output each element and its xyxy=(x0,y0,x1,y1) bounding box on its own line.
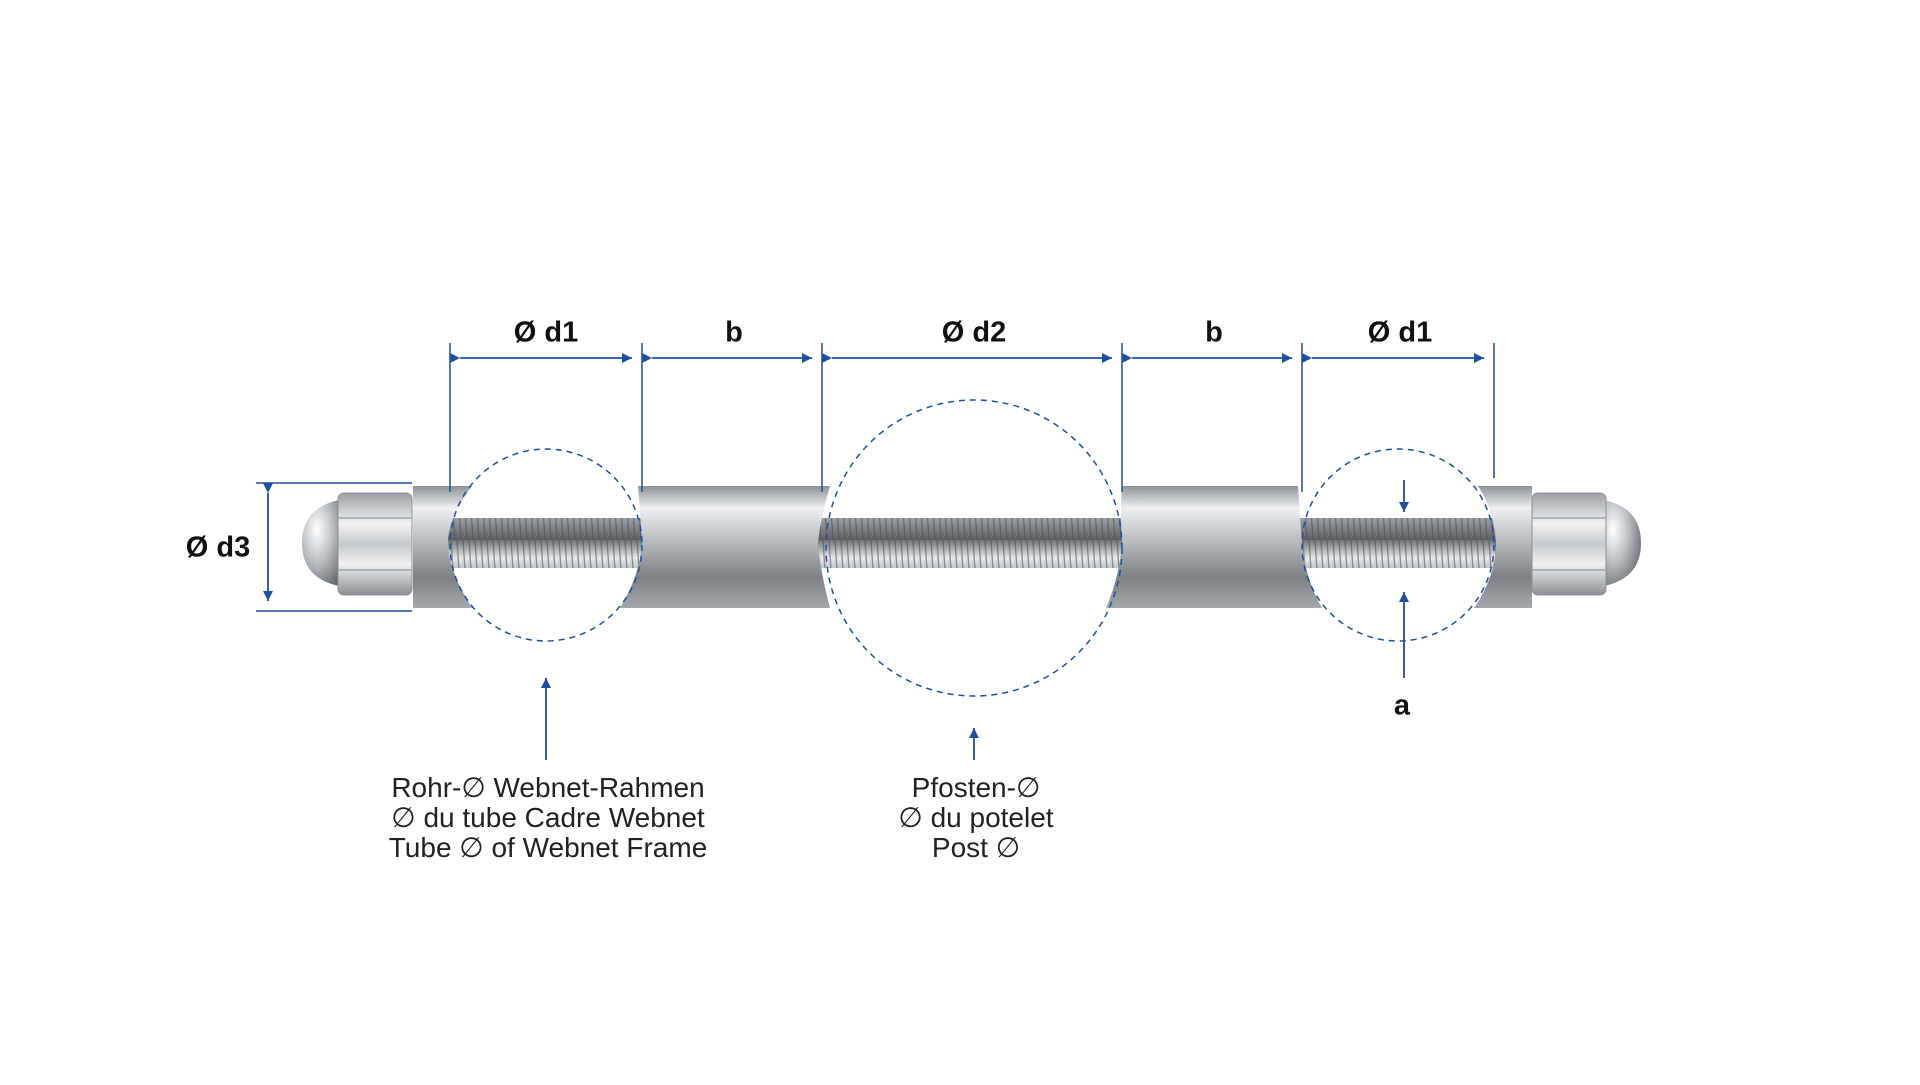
dome-cap-nut-icon xyxy=(302,499,345,587)
leader-arrows xyxy=(541,480,1409,760)
extension-lines xyxy=(256,343,1495,612)
caption-frame-line-2: ∅ du tube Cadre Webnet xyxy=(391,802,705,833)
caption-frame-line-3: Tube ∅ of Webnet Frame xyxy=(388,832,708,863)
frame-tube-circle-left xyxy=(449,448,643,642)
caption-post-line-1: Pfosten-∅ xyxy=(911,772,1041,803)
label-b-right: b xyxy=(1205,316,1223,349)
label-d2: Ø d2 xyxy=(941,316,1007,349)
post-circle xyxy=(825,399,1123,697)
caption-post-line-2: ∅ du potelet xyxy=(898,802,1054,833)
clamp-sleeve-mid-left xyxy=(620,486,830,608)
hex-nut-icon xyxy=(337,492,413,596)
clamp-sleeve-left xyxy=(413,486,472,608)
clamp-sleeve-right xyxy=(1474,486,1532,608)
dome-cap-nut-icon xyxy=(1598,499,1641,587)
threaded-rod-icon xyxy=(440,518,1500,568)
label-b-left: b xyxy=(725,316,743,349)
label-a: a xyxy=(1393,689,1411,722)
dimension-arrows xyxy=(263,353,1484,601)
clamp-sleeve-mid-right xyxy=(1106,486,1322,608)
caption-post-line-3: Post ∅ xyxy=(931,832,1021,863)
caption-frame-tube: Rohr-∅ Webnet-Rahmen ∅ du tube Cadre Web… xyxy=(389,773,708,863)
hex-nut-icon xyxy=(1531,492,1607,596)
frame-tube-circle-right xyxy=(1301,448,1495,642)
dome-cap-nut-right xyxy=(1531,492,1641,596)
caption-post: Pfosten-∅ ∅ du potelet Post ∅ xyxy=(898,773,1053,863)
label-d1-left: Ø d1 xyxy=(513,316,579,349)
caption-frame-line-1: Rohr-∅ Webnet-Rahmen xyxy=(391,772,705,803)
label-d1-right: Ø d1 xyxy=(1367,316,1433,349)
dome-cap-nut-left xyxy=(302,492,413,596)
label-d3: Ø d3 xyxy=(185,531,251,564)
